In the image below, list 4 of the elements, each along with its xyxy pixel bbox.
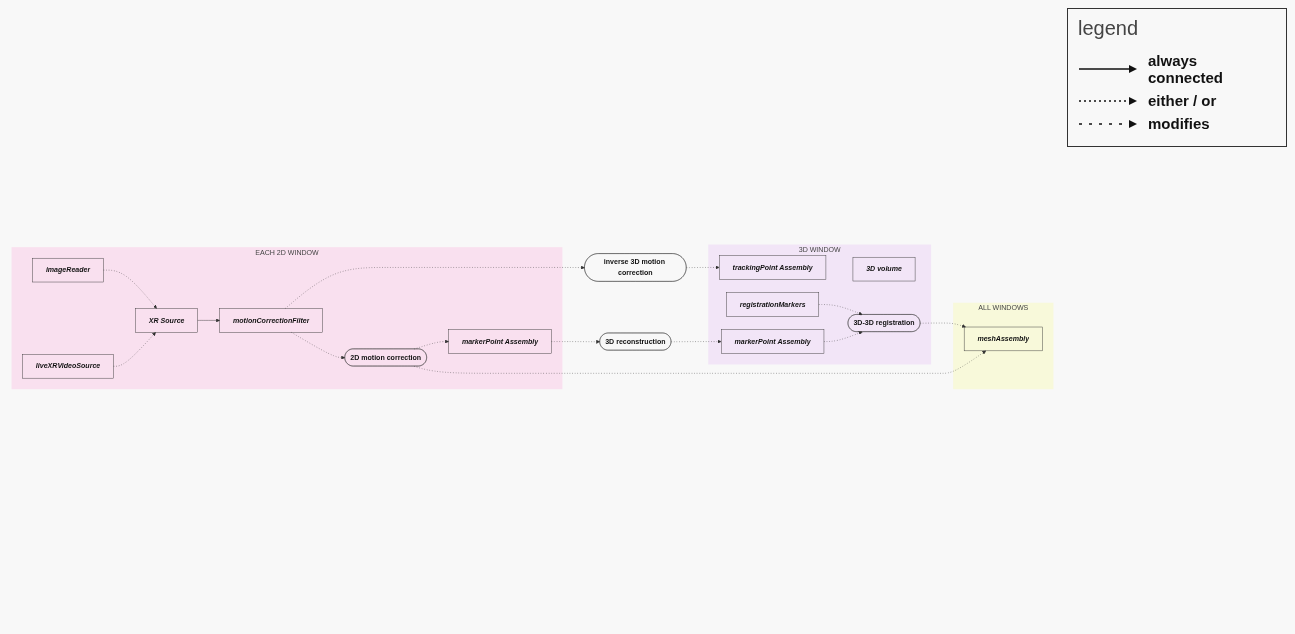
- legend-text: modifies: [1148, 115, 1210, 132]
- legend-text: either / or: [1148, 92, 1217, 109]
- legend-title: legend: [1078, 17, 1139, 40]
- legend-text: always connected: [1148, 52, 1224, 86]
